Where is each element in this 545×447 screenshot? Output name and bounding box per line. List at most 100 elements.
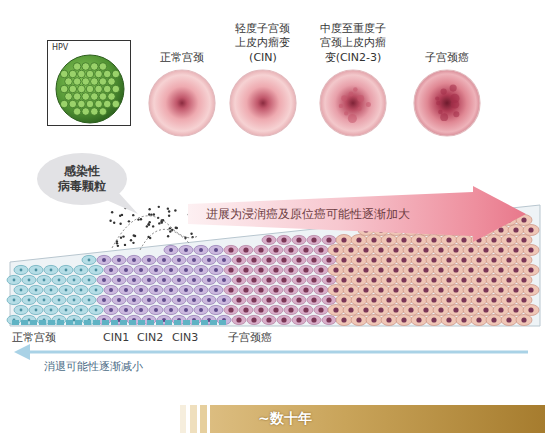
cell	[149, 305, 163, 314]
cell	[351, 235, 367, 246]
stage-heading: 正常宫颈	[149, 51, 215, 65]
cell	[307, 275, 321, 284]
cell-body	[523, 245, 539, 256]
cell-nucleus	[483, 287, 488, 292]
cell-body	[403, 265, 419, 276]
cell-nucleus	[408, 267, 413, 272]
cell-body	[307, 295, 321, 304]
cell	[343, 305, 359, 316]
cell-nucleus	[491, 277, 496, 282]
cell-nucleus	[222, 278, 226, 282]
cell	[418, 305, 434, 316]
cell-body	[314, 305, 328, 314]
cell-body	[239, 245, 253, 254]
cell-nucleus	[50, 269, 53, 272]
virus-particle	[169, 227, 171, 229]
cell-body	[448, 265, 464, 276]
cell	[127, 295, 141, 304]
cell-body	[262, 235, 276, 244]
cell-nucleus	[117, 298, 121, 302]
capsomere	[95, 70, 103, 78]
lesion-spot	[353, 87, 358, 92]
capsomere	[65, 93, 73, 101]
cell-body	[508, 285, 524, 296]
cell-nucleus	[371, 257, 376, 262]
cell-body	[59, 265, 73, 274]
particle-path	[112, 216, 198, 248]
cell	[336, 235, 352, 246]
cell-nucleus	[296, 277, 301, 282]
capsomere	[99, 63, 107, 71]
cell-nucleus	[35, 269, 38, 272]
cell-nucleus	[326, 297, 331, 302]
cell	[351, 295, 367, 306]
cell	[179, 285, 193, 294]
virus-particle	[133, 234, 135, 236]
cell	[448, 305, 464, 316]
cell-body	[516, 275, 532, 286]
cell-body	[37, 275, 51, 284]
capsomere	[86, 100, 94, 108]
cell	[14, 265, 28, 274]
cell-body	[381, 255, 397, 266]
cell-nucleus	[243, 287, 248, 292]
cell-nucleus	[333, 287, 338, 292]
cell	[523, 265, 539, 276]
cell	[254, 305, 268, 314]
cell	[501, 315, 517, 326]
cell	[194, 265, 208, 274]
lesion-spot	[357, 95, 364, 102]
cell-nucleus	[296, 317, 301, 322]
cell-body	[239, 305, 253, 314]
cell	[351, 315, 367, 326]
cell-body	[247, 315, 261, 324]
cell	[37, 275, 51, 284]
cell-nucleus	[513, 247, 518, 252]
cell	[396, 315, 412, 326]
cell	[314, 245, 328, 254]
cell-nucleus	[348, 287, 353, 292]
cell-body	[127, 275, 141, 284]
cell	[217, 295, 231, 304]
cell-nucleus	[288, 307, 293, 312]
virus-particle	[158, 222, 160, 224]
cell-body	[314, 285, 328, 294]
cell-nucleus	[378, 307, 383, 312]
cell-nucleus	[461, 237, 466, 242]
cell-body	[149, 285, 163, 294]
cell-nucleus	[513, 227, 518, 232]
cell-body	[37, 295, 51, 304]
virus-particle	[117, 245, 119, 247]
cell-nucleus	[371, 277, 376, 282]
cell-body	[508, 305, 524, 316]
cell-body	[67, 275, 81, 284]
cell-nucleus	[386, 277, 391, 282]
capsomere	[99, 108, 107, 116]
virus-particle	[167, 235, 169, 237]
cell	[456, 235, 472, 246]
cell-nucleus	[214, 248, 218, 252]
cell-body	[284, 245, 298, 254]
cell-body	[456, 315, 472, 326]
cell	[89, 305, 103, 314]
cell-nucleus	[363, 287, 368, 292]
cell-nucleus	[296, 297, 301, 302]
cell	[493, 265, 509, 276]
cell-nucleus	[461, 297, 466, 302]
cell	[269, 285, 283, 294]
time-stripe	[190, 405, 197, 433]
cell-body	[351, 315, 367, 326]
cell	[187, 295, 201, 304]
cell	[202, 315, 216, 324]
cell	[336, 315, 352, 326]
cell-body	[164, 285, 178, 294]
cell-nucleus	[169, 308, 173, 312]
cell-nucleus	[446, 297, 451, 302]
cell-body	[217, 315, 231, 324]
cell	[373, 285, 389, 296]
cell	[14, 285, 28, 294]
cell-nucleus	[438, 247, 443, 252]
cell-body	[149, 305, 163, 314]
cell-nucleus	[207, 298, 211, 302]
capsomere	[91, 108, 99, 116]
